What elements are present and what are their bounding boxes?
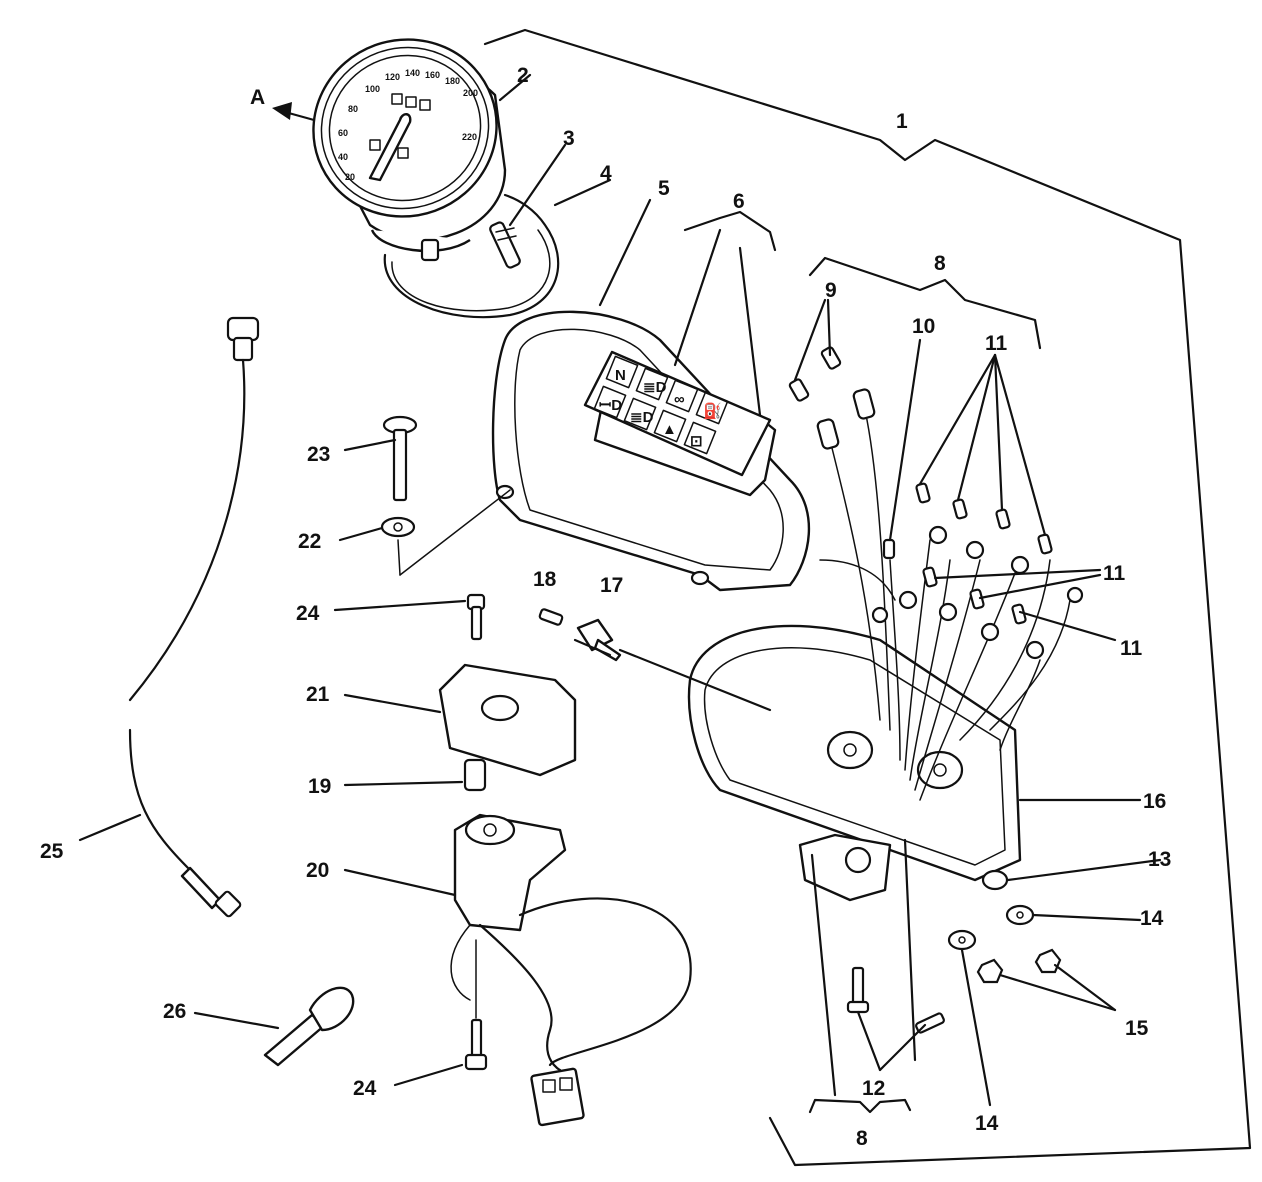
callout-9: 9 [825, 279, 837, 302]
callout-24-bottom: 24 [353, 1077, 377, 1100]
dial-tick-label: 40 [338, 152, 348, 162]
dial-tick-label: 20 [345, 172, 355, 182]
dial-tick-label: 220 [462, 132, 477, 142]
screw-12 [846, 966, 945, 1034]
panel-hole [495, 484, 515, 500]
instrument-housing-16 [687, 624, 1022, 882]
callout-13: 13 [1148, 848, 1171, 871]
dial-tick-label: 120 [385, 72, 400, 82]
bushing-17 [576, 618, 622, 662]
washer-22 [380, 516, 416, 538]
callout-24-top: 24 [296, 602, 320, 625]
callout-11-top: 11 [985, 332, 1008, 355]
callout-1: 1 [896, 110, 908, 133]
low-beam-indicator-icon: ≣D [630, 409, 654, 426]
speedometer-cable-25 [128, 316, 260, 918]
callout-14-right: 14 [1140, 907, 1164, 930]
spacer-19 [463, 758, 487, 792]
housing-socket [826, 730, 874, 770]
parking-light-indicator-icon: ꟷD [599, 397, 622, 414]
bulb-11 [922, 566, 938, 588]
bulb-socket-10 [882, 538, 896, 560]
callout-14-bottom: 14 [975, 1112, 999, 1135]
terminal-9 [788, 378, 810, 402]
ignition-switch-20 [450, 813, 692, 1072]
callout-5: 5 [658, 177, 670, 200]
speedometer-scale: 20 40 60 80 100 120 140 160 180 200 220 [338, 68, 478, 182]
dial-tick-label: 160 [425, 70, 440, 80]
bolt-24-upper [466, 593, 486, 641]
dial-tick-label: 60 [338, 128, 348, 138]
housing-socket [916, 750, 964, 790]
panel-hole [690, 570, 710, 586]
speedometer-stud [420, 238, 440, 262]
bulb-11 [952, 498, 968, 520]
leader-17-path [618, 648, 772, 712]
callout-6: 6 [733, 190, 745, 213]
dial-tick-label: 80 [348, 104, 358, 114]
bulb-3 [489, 221, 521, 269]
connector [852, 388, 876, 420]
bolt-23 [382, 415, 418, 502]
warning-light-cluster-6: N ≣D ∞ ⛽ ꟷD ≣D ▲ ⊡ [583, 350, 777, 497]
key-26 [263, 986, 355, 1067]
nut-15 [976, 948, 1062, 984]
hazard-indicator-icon: ▲ [662, 421, 677, 438]
callout-26: 26 [163, 1000, 186, 1023]
callout-4: 4 [600, 162, 612, 185]
terminal-9 [820, 346, 842, 370]
callout-16: 16 [1143, 790, 1166, 813]
callout-11-bottom: 11 [1120, 637, 1143, 660]
dial-tick-label: 100 [365, 84, 380, 94]
callout-12: 12 [862, 1077, 885, 1100]
callout-17: 17 [600, 574, 623, 597]
bulb-11 [1037, 533, 1053, 555]
assembly-bracket-1 [483, 28, 1252, 1167]
bulb-11 [915, 482, 931, 504]
callout-19: 19 [308, 775, 331, 798]
callout-8-bottom: 8 [856, 1127, 868, 1150]
speedometer-needle [368, 113, 412, 182]
neutral-indicator-icon: N [615, 367, 626, 384]
callout-11-middle: 11 [1103, 562, 1126, 585]
oil-indicator-icon: ⛽ [703, 402, 722, 420]
callout-25: 25 [40, 840, 64, 863]
screw-18 [538, 608, 564, 626]
callout-22: 22 [298, 530, 321, 553]
bulb-11 [995, 508, 1011, 530]
rubber-grommet-13 [981, 869, 1009, 891]
callout-10: 10 [912, 315, 935, 338]
view-arrow-a: A [250, 86, 316, 122]
ignition-connector [530, 1067, 585, 1127]
dial-tick-label: 180 [445, 76, 460, 86]
dial-tick-label: 200 [463, 88, 478, 98]
wiring-harness-8 [788, 346, 1084, 801]
bulb-11 [969, 588, 985, 610]
callout-labels: 1 2 3 4 5 6 8 8 9 10 11 11 11 12 13 14 1… [40, 64, 1171, 1150]
callout-23: 23 [307, 443, 330, 466]
callout-15: 15 [1125, 1017, 1149, 1040]
gasket-ring-4 [383, 193, 560, 319]
speedometer: 20 40 60 80 100 120 140 160 180 200 220 [312, 38, 507, 262]
callout-18: 18 [533, 568, 557, 591]
callout-21: 21 [306, 683, 330, 706]
bolt-24-lower [464, 1018, 488, 1071]
clamp-21 [438, 663, 577, 777]
leader-lines [78, 73, 1162, 1114]
callout-8-top: 8 [934, 252, 946, 275]
connector [816, 418, 840, 450]
view-label-a: A [250, 86, 265, 109]
alignment-line [397, 539, 401, 576]
high-beam-indicator-icon: ≣D [643, 379, 667, 396]
callout-2: 2 [517, 64, 529, 87]
dial-tick-label: 140 [405, 68, 420, 78]
callout-3: 3 [563, 127, 575, 150]
battery-indicator-icon: ⊡ [690, 433, 703, 450]
callout-20: 20 [306, 859, 329, 882]
warning-light-grid: N ≣D ∞ ⛽ ꟷD ≣D ▲ ⊡ [593, 355, 729, 455]
harness-connector-8 [798, 833, 892, 902]
washer-14 [947, 904, 1035, 951]
turn-signal-indicator-icon: ∞ [674, 391, 685, 408]
alignment-line [399, 489, 511, 576]
